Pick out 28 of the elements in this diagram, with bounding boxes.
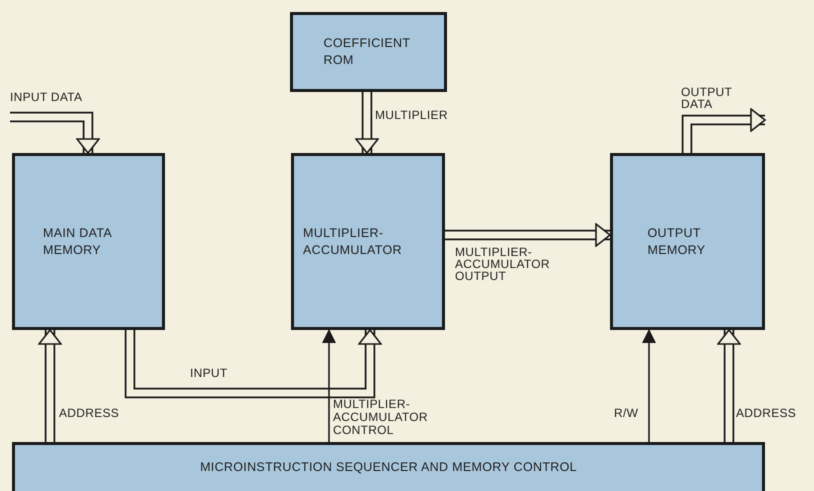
bus-arrow [682, 108, 766, 153]
signal-arrow [322, 329, 336, 442]
bus-arrow [717, 329, 741, 442]
signal-arrow [642, 329, 656, 442]
block-box [12, 153, 165, 330]
bus-arrow [10, 112, 100, 154]
bus-arrow [38, 329, 62, 442]
edge-label: MULTIPLIER-ACCUMULATOR OUTPUT [455, 246, 551, 282]
block-label: MAIN DATA MEMORY [43, 224, 112, 258]
edge-label: ADDRESS [736, 407, 798, 419]
block-label: COEFFICIENT ROM [324, 35, 412, 69]
edge-label: MULTIPLIER-ACCUMULATOR CONTROL [333, 398, 429, 437]
edge-label: INPUT [190, 367, 228, 379]
block-box [610, 153, 765, 330]
block-label: MICROINSTRUCTION SEQUENCER AND MEMORY CONTROL [200, 459, 577, 476]
block-box [291, 153, 445, 330]
block-box [290, 12, 447, 92]
edge-label: OUTPUT DATA [681, 86, 733, 110]
block-label: OUTPUT MEMORY [648, 224, 706, 258]
block-label: MULTIPLIER-ACCUMULATOR [303, 224, 403, 258]
bus-arrow [355, 92, 379, 154]
edge-label: INPUT DATA [10, 91, 84, 103]
bus-arrow [445, 223, 611, 247]
bus-arrow [124, 329, 382, 398]
edge-label: ADDRESS [59, 407, 120, 419]
sequencer-bar [12, 442, 765, 491]
edge-label: R/W [614, 407, 640, 419]
edge-label: MULTIPLIER [375, 109, 449, 121]
